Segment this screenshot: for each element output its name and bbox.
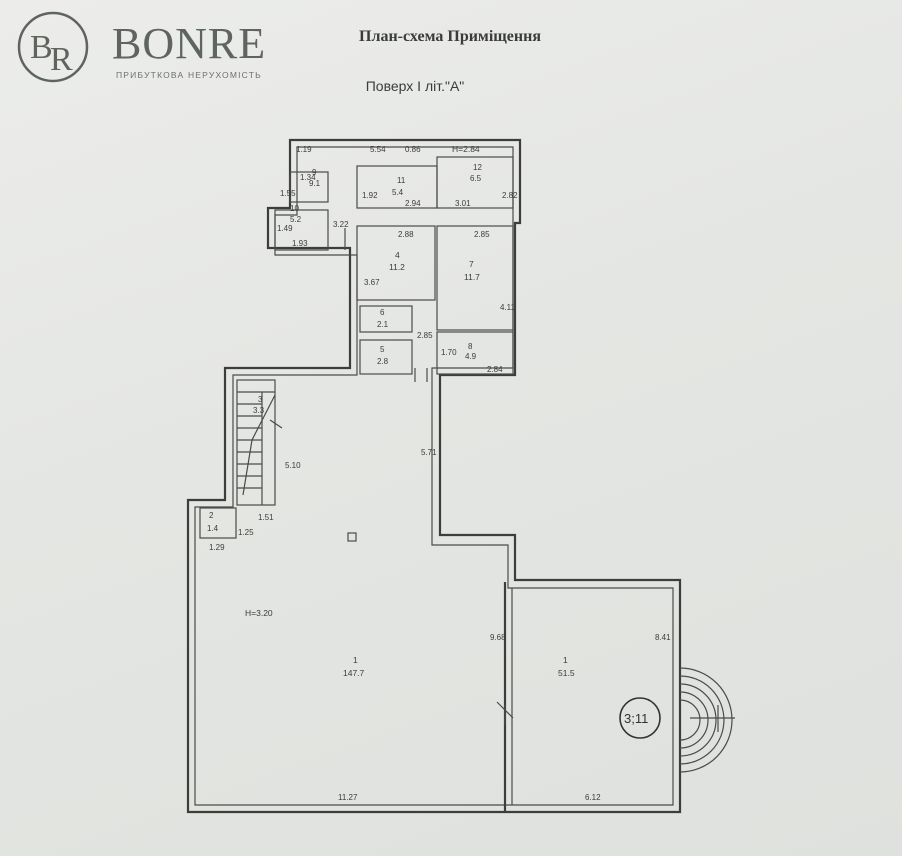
main-outer-wall: [186, 138, 682, 814]
room-number: 11: [397, 176, 406, 185]
room-9-box: [289, 171, 329, 203]
dimension-label: 6.12: [585, 793, 601, 802]
room-area: 2.8: [377, 357, 389, 366]
dimension-label: 1.49: [277, 224, 293, 233]
spiral-stair-icon: [679, 667, 735, 773]
door-marks: [269, 228, 514, 725]
room-area: 4.9: [465, 352, 477, 361]
brand-name: BONRE: [112, 19, 267, 68]
dimension-label: 1.51: [258, 513, 274, 522]
room-5-box: [359, 339, 413, 375]
room-area: 9.1: [309, 179, 321, 188]
room-area: 6.5: [470, 174, 482, 183]
dimension-label: 4.11: [500, 303, 516, 312]
dimension-label: 1.19: [296, 145, 312, 154]
room-number: 6: [380, 308, 385, 317]
room-area: 1.4: [207, 524, 219, 533]
room-3-box: [236, 379, 276, 506]
stair-treads: [237, 391, 276, 505]
section-marker-label: 3;11: [624, 711, 648, 726]
br-monogram-icon: B R: [17, 11, 89, 83]
room-area: 147.7: [343, 668, 365, 678]
dimension-label: 1.70: [441, 348, 457, 357]
section-marker-circle: [619, 697, 661, 739]
dimension-label: 2.85: [474, 230, 490, 239]
dimension-label: 9.68: [490, 633, 506, 642]
room-area: 11.7: [464, 272, 480, 282]
room-area: 5.2: [290, 215, 302, 224]
room-number: 5: [380, 345, 385, 354]
dimension-label: 1.25: [238, 528, 254, 537]
page-title: План-схема Приміщення: [359, 28, 541, 45]
room-6-box: [359, 305, 413, 333]
brand-tagline: ПРИБУТКОВА НЕРУХОМІСТЬ: [116, 70, 262, 80]
dimension-label: 3.22: [333, 220, 349, 229]
dimension-label: 8.41: [655, 633, 671, 642]
floor-label: Поверх І літ."А": [365, 78, 465, 94]
room-number: 8: [468, 342, 473, 351]
room-number: 12: [473, 163, 482, 172]
room-number: 1: [563, 655, 568, 665]
room-number: 7: [469, 259, 474, 269]
dimension-label: 5.54: [370, 145, 386, 154]
room-area: 51.5: [558, 668, 575, 678]
dimension-label: 3.67: [364, 278, 380, 287]
room-12-box: [436, 156, 514, 209]
dimension-label: 0.86: [405, 145, 421, 154]
room-2-box: [199, 507, 237, 539]
dimension-label: 1.55: [280, 189, 296, 198]
room-area: 5.4: [392, 188, 404, 197]
room-number: 4: [395, 250, 400, 260]
dimension-label: 11.27: [338, 793, 358, 802]
room-number: 1: [353, 655, 358, 665]
height-note-main: H=3.20: [245, 608, 273, 618]
dimension-label: 5.71: [421, 448, 437, 457]
room-area: 3.3: [253, 406, 265, 415]
dimension-label: 3.01: [455, 199, 471, 208]
svg-text:B: B: [30, 29, 53, 66]
dimension-label: 1.34: [300, 173, 316, 182]
room-7-box: [436, 225, 514, 331]
dimension-label: 5.10: [285, 461, 301, 470]
dimension-label: 2.94: [405, 199, 421, 208]
dimension-label: 1.29: [209, 543, 225, 552]
dimension-label: 2.82: [502, 191, 518, 200]
dimension-label: 2.84: [487, 365, 503, 374]
company-logo: B R BONRE ПРИБУТКОВА НЕРУХОМІСТЬ: [8, 8, 298, 88]
room-11-box: [356, 165, 438, 209]
height-note-top: H=2.84: [452, 144, 480, 154]
main-inner-wall: [194, 146, 674, 806]
dimension-label: 1.92: [362, 191, 378, 200]
room-number: 10: [290, 204, 299, 213]
svg-text:R: R: [50, 41, 73, 78]
dimension-label: 2.85: [417, 331, 433, 340]
room-4-box: [356, 225, 436, 301]
dimension-label: 1.93: [292, 239, 308, 248]
room-number: 3: [258, 395, 263, 404]
room-10-box: [274, 209, 329, 251]
room-area: 11.2: [389, 262, 405, 272]
room-number: 2: [209, 511, 214, 520]
room-number: 9: [312, 168, 317, 177]
room-area: 2.1: [377, 320, 389, 329]
column-mark: [347, 532, 357, 542]
dimension-label: 2.88: [398, 230, 414, 239]
room-8-box: [436, 331, 514, 375]
